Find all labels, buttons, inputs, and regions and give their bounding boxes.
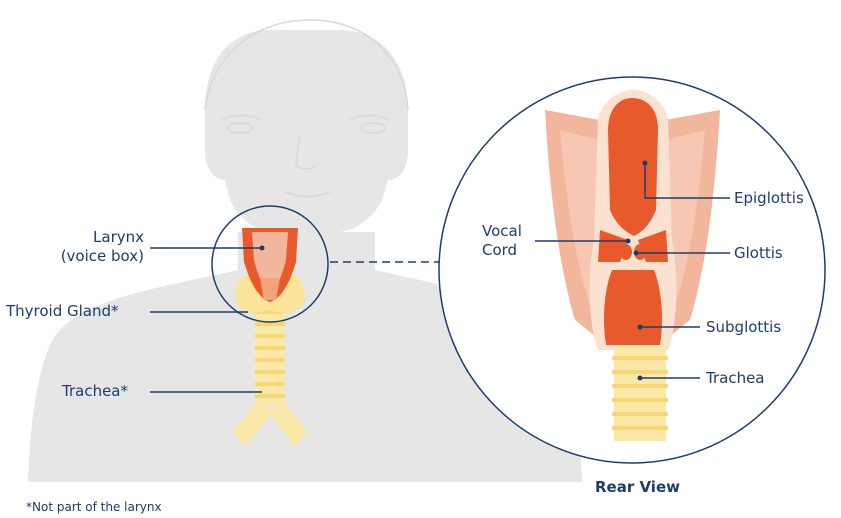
label-larynx-line2: (voice box) xyxy=(30,247,144,266)
label-larynx-line1: Larynx xyxy=(30,228,144,247)
label-trachea-left: Trachea* xyxy=(62,382,128,401)
label-vocal-cord-line2: Cord xyxy=(482,241,522,260)
caption-rear-view: Rear View xyxy=(595,478,680,496)
label-glottis: Glottis xyxy=(734,244,783,263)
label-vocal-cord: Vocal Cord xyxy=(482,222,522,260)
footnote: *Not part of the larynx xyxy=(26,500,162,514)
label-vocal-cord-line1: Vocal xyxy=(482,222,522,241)
label-larynx: Larynx (voice box) xyxy=(30,228,144,266)
label-trachea-right: Trachea xyxy=(706,369,765,388)
label-subglottis: Subglottis xyxy=(706,318,781,337)
label-epiglottis: Epiglottis xyxy=(734,189,804,208)
label-thyroid-gland: Thyroid Gland* xyxy=(6,302,119,321)
